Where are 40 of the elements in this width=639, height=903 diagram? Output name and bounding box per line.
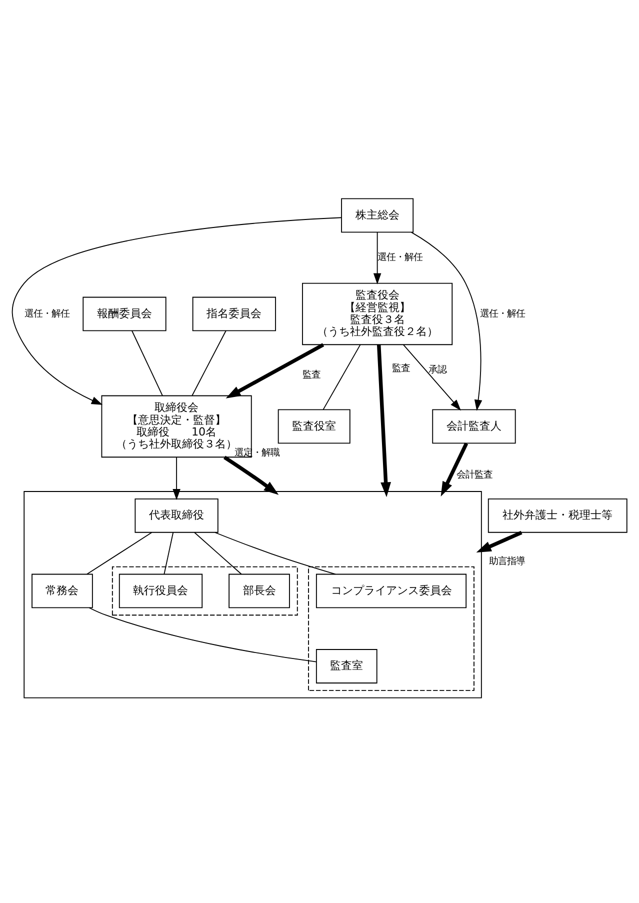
arrow: [226, 342, 324, 398]
edge-label: 監査: [392, 362, 410, 374]
connector: [192, 330, 226, 396]
arrow: [440, 442, 468, 496]
edge-label: 会計監査: [456, 468, 493, 480]
node-box: 執行役員会: [118, 573, 203, 608]
node-box: 監査役室: [278, 408, 350, 444]
connector: [132, 330, 163, 396]
edge-label: 承認: [428, 364, 447, 376]
node-box: 代表取締役: [134, 498, 218, 532]
node-box: 監査室: [316, 648, 378, 683]
node-box: 株主総会: [341, 198, 414, 232]
arrow: [410, 231, 482, 410]
node-box: 社外弁護士・税理士等: [488, 498, 628, 532]
edge-label: 監査: [302, 368, 321, 380]
node-box: 報酬委員会: [82, 296, 166, 331]
arrow: [172, 456, 180, 500]
edge-label: 助言指導: [489, 556, 526, 567]
node-box: 監査役会 【経営監視】 監査役３名 （うち社外監査役２名）: [302, 282, 453, 345]
cluster: [24, 490, 482, 698]
node-box: 部長会: [228, 573, 290, 608]
connector: [322, 344, 361, 410]
edge-label: 選任・解任: [480, 308, 525, 319]
connector: [164, 532, 174, 574]
edge-label: 選任・解任: [24, 308, 70, 319]
node-box: 常務会: [32, 573, 93, 608]
node-box: コンプライアンス委員会: [316, 573, 467, 608]
arrow: [403, 344, 461, 410]
node-box: 指名委員会: [192, 296, 276, 331]
arrow: [223, 455, 279, 494]
arrow: [12, 216, 342, 404]
cluster: [308, 566, 474, 690]
arrow: [376, 344, 392, 497]
node-box: 会計監査人: [432, 408, 516, 444]
cluster: [112, 566, 298, 616]
connector: [86, 532, 152, 574]
connector: [88, 606, 317, 662]
arrow: [476, 530, 522, 552]
connector: [194, 532, 242, 574]
arrow: [373, 231, 382, 284]
